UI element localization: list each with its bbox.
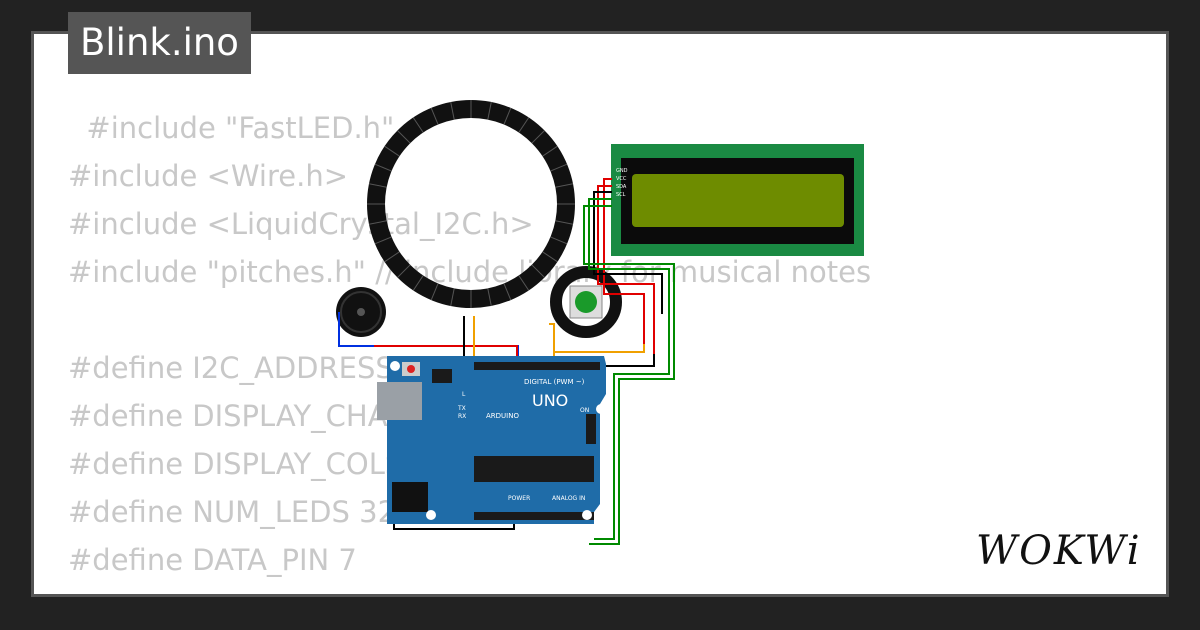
on-led-label: ON — [580, 407, 589, 414]
code-editor: #include "FastLED.h"#include <Wire.h>#in… — [68, 104, 871, 594]
led-pixel — [503, 283, 512, 301]
lcd-display[interactable]: GND VCC SDA SCL — [611, 144, 864, 256]
code-line: #include <Wire.h> — [68, 159, 349, 193]
analog-label: ANALOG IN — [552, 495, 585, 502]
led-pixel — [550, 163, 568, 172]
led-pixel — [430, 283, 439, 301]
lcd-pin-label: SDA — [616, 184, 627, 190]
led-pixel — [384, 251, 400, 263]
led-pixel — [412, 117, 424, 133]
led-pixel — [518, 117, 530, 133]
tx-led-label: TX — [457, 405, 466, 412]
led-pixel — [450, 288, 455, 307]
led-pixel — [374, 163, 392, 172]
led-pixel — [518, 275, 530, 291]
lcd-pin-label: GND — [616, 168, 628, 174]
uno-logo-text: UNO — [532, 391, 568, 410]
l-led-label: L — [462, 391, 466, 398]
led-pixel — [397, 130, 411, 144]
led-pixel — [487, 101, 492, 120]
code-line: #include "FastLED.h" — [68, 111, 395, 145]
led-pixel — [542, 145, 558, 157]
led-pixel — [531, 130, 545, 144]
arduino-uno-board[interactable]: DIGITAL (PWM ~) UNO ARDUINO POWER ANALOG… — [377, 356, 606, 524]
led-ring[interactable] — [367, 100, 575, 308]
led-pixel — [384, 145, 400, 157]
led-pixel — [555, 220, 574, 225]
led-pixel — [550, 236, 568, 245]
led-pixel — [531, 264, 545, 278]
buzzer[interactable] — [336, 287, 386, 337]
preview-card: #include "FastLED.h"#include <Wire.h>#in… — [31, 31, 1169, 597]
led-pixel — [368, 183, 387, 188]
code-line: #define DATA_PIN 7 — [68, 543, 357, 577]
led-pixel — [555, 183, 574, 188]
rx-led-label: RX — [458, 413, 466, 420]
led-pixel — [450, 101, 455, 120]
pushbutton[interactable] — [550, 266, 622, 338]
project-title: Blink.ino — [68, 12, 251, 74]
arduino-brand: ARDUINO — [486, 412, 519, 420]
wokwi-logo: WOKWi — [976, 528, 1142, 574]
led-pixel — [412, 275, 424, 291]
led-pixel — [374, 236, 392, 245]
circuit-diagram: GND VCC SDA SCL — [336, 100, 864, 545]
led-pixel — [430, 107, 439, 125]
led-pixel — [503, 107, 512, 125]
led-pixel — [397, 264, 411, 278]
code-line: #define DISPLAY_COLS 2 — [68, 447, 431, 481]
led-pixel — [542, 251, 558, 263]
digital-label: DIGITAL (PWM ~) — [524, 378, 585, 386]
lcd-pin-label: VCC — [616, 176, 627, 182]
lcd-pin-label: SCL — [616, 192, 626, 198]
power-label: POWER — [508, 495, 530, 502]
led-pixel — [368, 220, 387, 225]
code-line: #define SCORE_PIN 6 — [68, 584, 871, 594]
led-pixel — [487, 288, 492, 307]
